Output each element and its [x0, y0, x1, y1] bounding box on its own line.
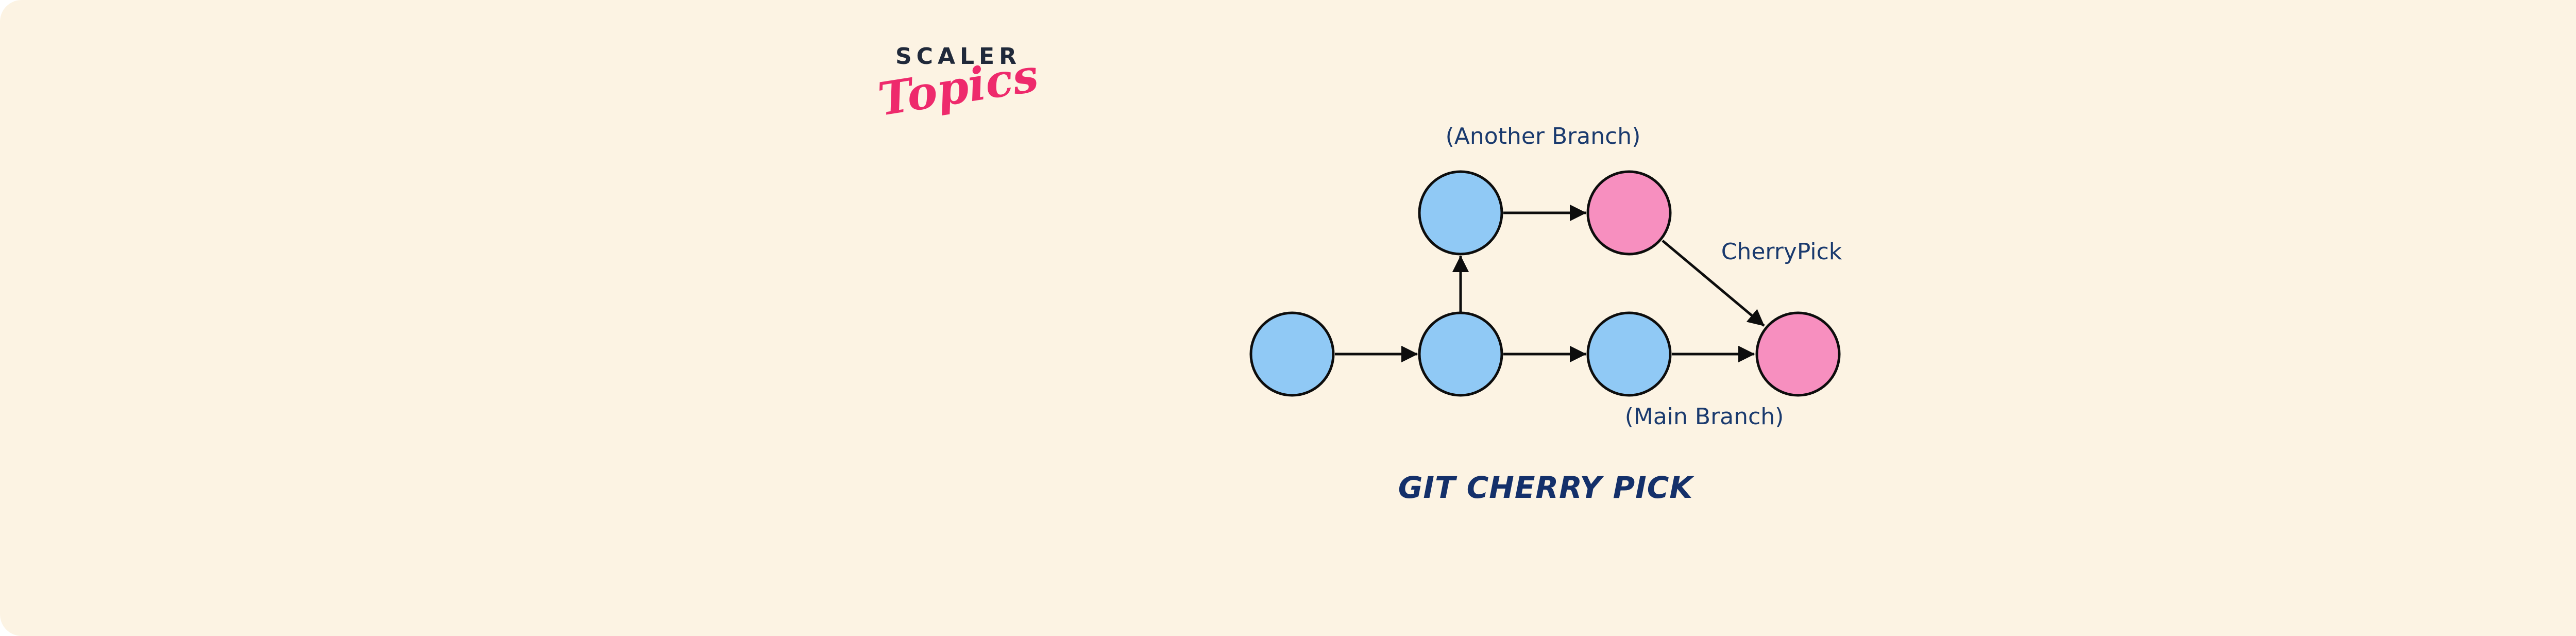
- logo-brand-text: SCALER: [895, 43, 1021, 70]
- commit-node-picked-source: [1586, 170, 1672, 256]
- commit-node-cherry-picked: [1755, 311, 1841, 397]
- main-branch-label: (Main Branch): [1624, 404, 1784, 430]
- edge-cherrypick: [1662, 240, 1765, 327]
- cherrypick-arrow-label: CherryPick: [1721, 239, 1842, 265]
- commit-node-main-2: [1418, 311, 1503, 397]
- commit-node-another-1: [1418, 170, 1503, 256]
- another-branch-label: (Another Branch): [1445, 123, 1641, 149]
- edges: [1335, 204, 1765, 363]
- diagram-caption: GIT CHERRY PICK: [1398, 470, 1693, 505]
- scaler-topics-logo: SCALER Topics: [875, 43, 1042, 126]
- commit-node-main-1: [1249, 311, 1335, 397]
- commit-node-main-3: [1586, 311, 1672, 397]
